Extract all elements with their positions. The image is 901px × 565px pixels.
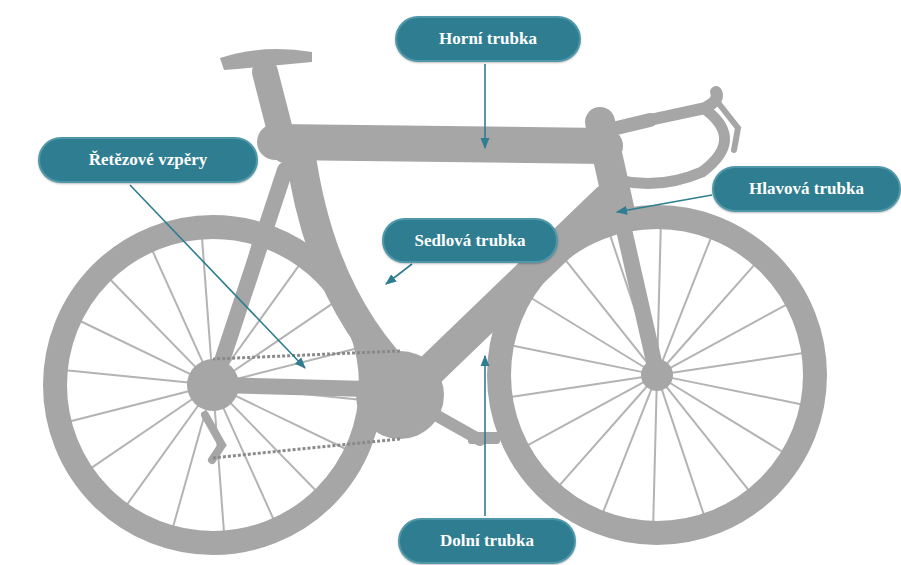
spoke xyxy=(665,264,755,366)
label-pill: Hlavová trubka xyxy=(712,166,901,212)
spoke xyxy=(127,395,206,505)
spoke xyxy=(661,237,711,364)
label-pill: Dolní trubka xyxy=(398,518,576,564)
part-name: Horní trubka xyxy=(439,29,537,49)
spoke xyxy=(214,397,224,533)
spoke xyxy=(667,381,783,452)
spoke xyxy=(80,321,203,380)
spoke xyxy=(91,392,203,469)
spoke xyxy=(668,304,787,369)
label-pill: Sedlová trubka xyxy=(382,218,558,263)
part-name: Sedlová trubka xyxy=(415,231,526,251)
part-name: Dolní trubka xyxy=(440,531,534,551)
chain xyxy=(212,351,400,458)
spoke xyxy=(661,386,704,515)
part-name: Řetězové vzpěry xyxy=(89,150,207,170)
spoke xyxy=(669,353,803,373)
wheel-spokes xyxy=(66,227,804,533)
spoke xyxy=(512,346,645,373)
spoke xyxy=(66,370,201,384)
spoke xyxy=(511,377,645,397)
spoke xyxy=(110,279,205,376)
leader-lines xyxy=(130,64,712,516)
label-pill: Řetězové vzpěry xyxy=(38,137,258,183)
spoke xyxy=(224,390,347,449)
spoke xyxy=(152,250,208,374)
spoke xyxy=(603,386,653,513)
spoke xyxy=(531,298,647,369)
spoke xyxy=(70,388,202,422)
spoke xyxy=(218,396,274,520)
spoke xyxy=(669,377,802,404)
label-pill: Horní trubka xyxy=(395,16,581,62)
spoke xyxy=(221,394,316,491)
spoke xyxy=(527,381,646,446)
spoke xyxy=(653,387,656,523)
spoke xyxy=(202,237,212,373)
part-name: Hlavová trubka xyxy=(749,179,864,199)
spoke xyxy=(559,384,649,486)
bicycle-parts xyxy=(187,49,673,444)
